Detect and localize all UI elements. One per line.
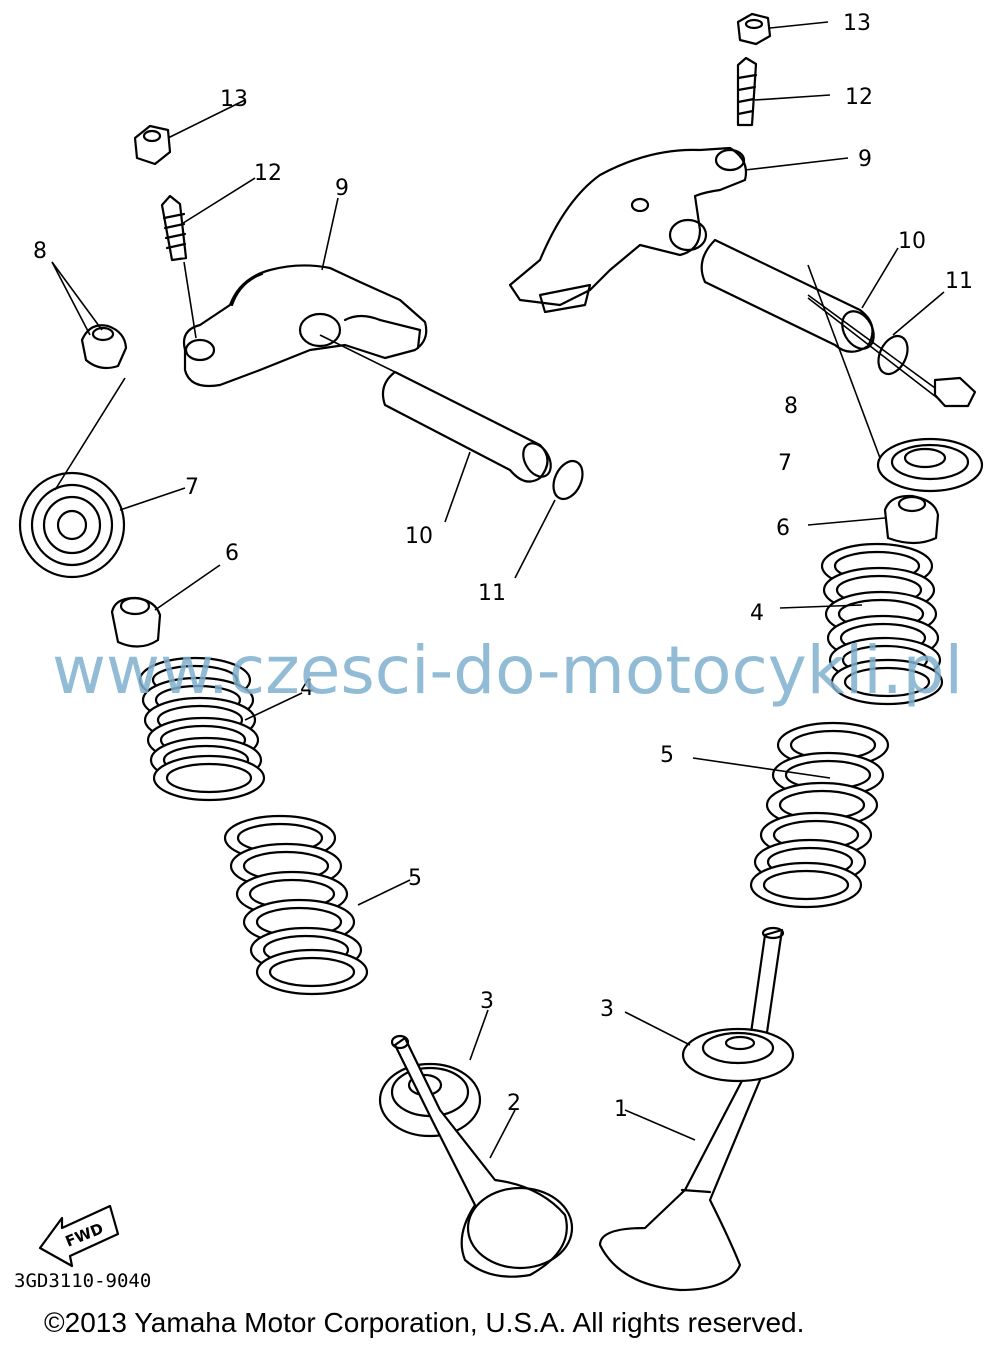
valve-stem-seal-left <box>110 596 162 648</box>
nut-left <box>133 124 172 166</box>
valve-exhaust <box>390 1034 574 1278</box>
valve-stem-seal-right <box>883 494 940 545</box>
valve-cotter-left <box>80 324 128 370</box>
o-ring-right <box>877 334 909 376</box>
label-12-left: 12 <box>254 161 282 186</box>
label-13-right: 13 <box>843 11 871 36</box>
label-9-right: 9 <box>858 147 872 172</box>
label-5-right: 5 <box>660 743 674 768</box>
leader-lines <box>51 21 945 1159</box>
label-8-right: 8 <box>784 394 798 419</box>
watermark: www.czesci-do-motocykli.pl <box>52 632 963 709</box>
label-1: 1 <box>614 1097 628 1122</box>
valve-retainer-left <box>18 377 126 579</box>
label-7-left: 7 <box>185 475 199 500</box>
spring-seat-right <box>681 1027 795 1083</box>
label-11-right: 11 <box>945 269 973 294</box>
rocker-shaft-left <box>319 334 552 483</box>
label-6-right: 6 <box>776 516 790 541</box>
label-10-left: 10 <box>405 524 433 549</box>
valve-cotter-right <box>933 376 977 408</box>
label-3-right: 3 <box>600 997 614 1022</box>
label-7-right: 7 <box>778 451 792 476</box>
rocker-arm-right <box>508 146 748 314</box>
label-6-left: 6 <box>225 541 239 566</box>
label-8-left: 8 <box>33 239 47 264</box>
label-4-right: 4 <box>750 601 764 626</box>
part-code: 3GD3110-9040 <box>14 1270 151 1292</box>
label-5-left: 5 <box>408 866 422 891</box>
part-labels: 13 12 9 10 11 8 7 6 4 5 3 1 13 12 9 8 7 … <box>33 11 973 1122</box>
outer-spring-left <box>223 814 369 996</box>
adjuster-screw-right <box>736 56 758 127</box>
rocker-arm-left <box>182 264 428 388</box>
valve-intake <box>598 926 785 1292</box>
outer-spring-right <box>749 721 890 909</box>
o-ring-left <box>552 459 584 501</box>
label-10-right: 10 <box>898 229 926 254</box>
label-12-right: 12 <box>845 85 873 110</box>
adjuster-screw-left <box>160 194 197 339</box>
label-11-left: 11 <box>478 581 506 606</box>
forward-arrow-icon: FWD <box>38 1204 120 1268</box>
label-3-left: 3 <box>480 989 494 1014</box>
label-13-left: 13 <box>220 87 248 112</box>
label-2: 2 <box>507 1091 521 1116</box>
label-9-left: 9 <box>335 176 349 201</box>
copyright-notice: ©2013 Yamaha Motor Corporation, U.S.A. A… <box>44 1307 804 1338</box>
valve-retainer-right <box>876 437 984 493</box>
label-4-left: 4 <box>300 676 314 701</box>
nut-right <box>736 12 772 46</box>
rocker-shaft-right <box>700 238 875 353</box>
